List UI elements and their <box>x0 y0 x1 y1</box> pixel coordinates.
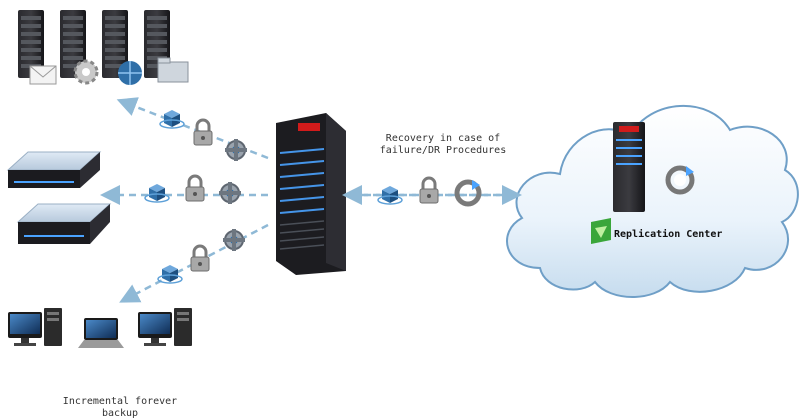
backup-label-line2: backup <box>101 408 139 419</box>
gears-icon <box>222 228 246 252</box>
settings-gear-icon <box>73 59 99 85</box>
virtual-server-microsoft <box>6 151 102 188</box>
email-icon <box>29 65 57 85</box>
recovery-label-line1: Recovery in case of <box>385 133 501 144</box>
backup-label: Incremental forever backup <box>55 396 185 420</box>
recovery-label: Recovery in case of failure/DR Procedure… <box>378 133 508 157</box>
desktop-computer-icon <box>8 308 62 346</box>
replication-center-label: Replication Center <box>614 229 723 240</box>
central-server-icon <box>276 113 346 275</box>
laptop-icon <box>78 318 124 348</box>
folder-icon <box>157 57 189 83</box>
replication-server-icon <box>613 122 645 212</box>
globe-icon <box>118 61 142 85</box>
lock-icon <box>184 174 206 203</box>
sync-icon <box>454 179 482 207</box>
lock-icon <box>418 176 440 205</box>
backup-cube-icon <box>159 109 185 129</box>
sync-icon <box>665 165 695 195</box>
workstation-group-bottom <box>8 308 192 348</box>
cloud-shape <box>506 105 799 298</box>
replication-logo-icon <box>591 218 611 244</box>
server-group-top <box>18 10 189 85</box>
backup-label-line1: Incremental forever <box>62 396 178 407</box>
virtual-server-vmware <box>16 203 112 244</box>
lock-icon <box>192 118 214 147</box>
desktop-computer-icon <box>138 308 192 346</box>
backup-cube-icon <box>144 183 170 203</box>
recovery-label-line2: failure/DR Procedures <box>379 145 507 156</box>
backup-cube-icon <box>157 264 183 284</box>
lock-icon <box>189 244 211 273</box>
gears-icon <box>218 181 242 205</box>
